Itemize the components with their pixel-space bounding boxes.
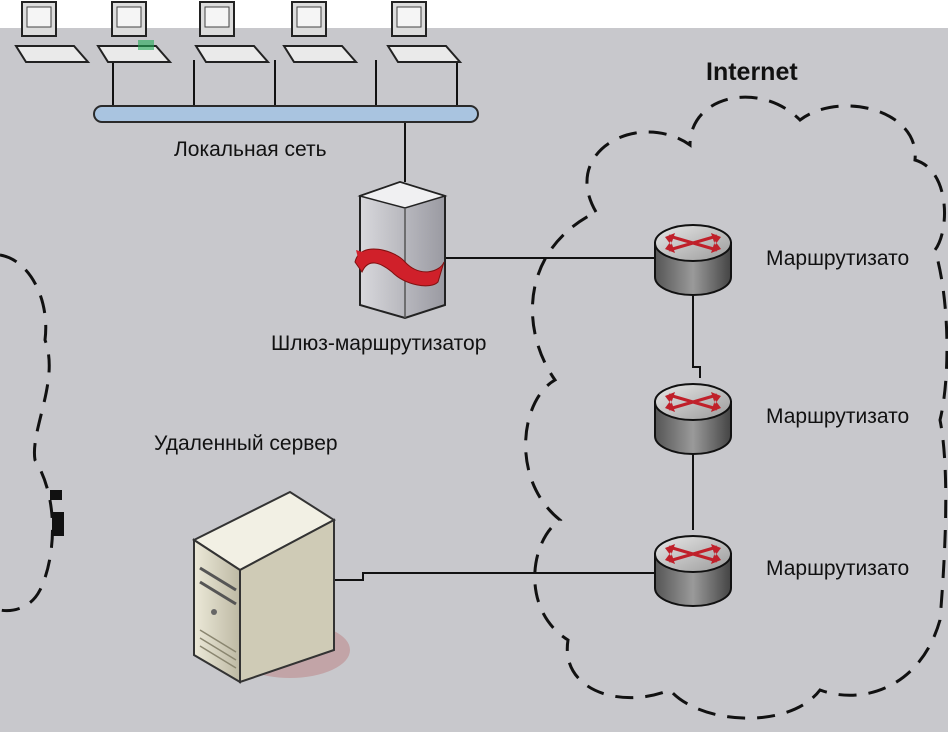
internet-cloud — [524, 95, 948, 720]
router-icon — [654, 224, 732, 296]
router-icon — [654, 535, 732, 607]
lan-label: Локальная сеть — [174, 138, 327, 161]
left-mark — [50, 490, 62, 500]
left-cloud — [0, 253, 54, 613]
computer-icon — [386, 1, 463, 63]
computer-icon — [14, 1, 91, 63]
gateway-label: Шлюз-маршрутизатор — [271, 332, 487, 355]
server-icon — [191, 490, 350, 684]
lan-bus — [93, 105, 479, 123]
router-label-3: Маршрутизато — [766, 557, 910, 580]
connections — [112, 60, 701, 581]
computer-icon — [96, 1, 173, 63]
computer-icon — [282, 1, 359, 63]
left-mark — [52, 512, 64, 536]
computer-icon — [194, 1, 271, 63]
router-label-2: Маршрутизато — [766, 405, 910, 428]
gateway-router-icon — [354, 180, 448, 320]
router-icon — [654, 383, 732, 455]
internet-label: Internet — [706, 58, 798, 86]
top-strip — [0, 0, 948, 28]
router-label-1: Маршрутизато — [766, 247, 910, 270]
remote-server-label: Удаленный сервер — [154, 432, 338, 455]
